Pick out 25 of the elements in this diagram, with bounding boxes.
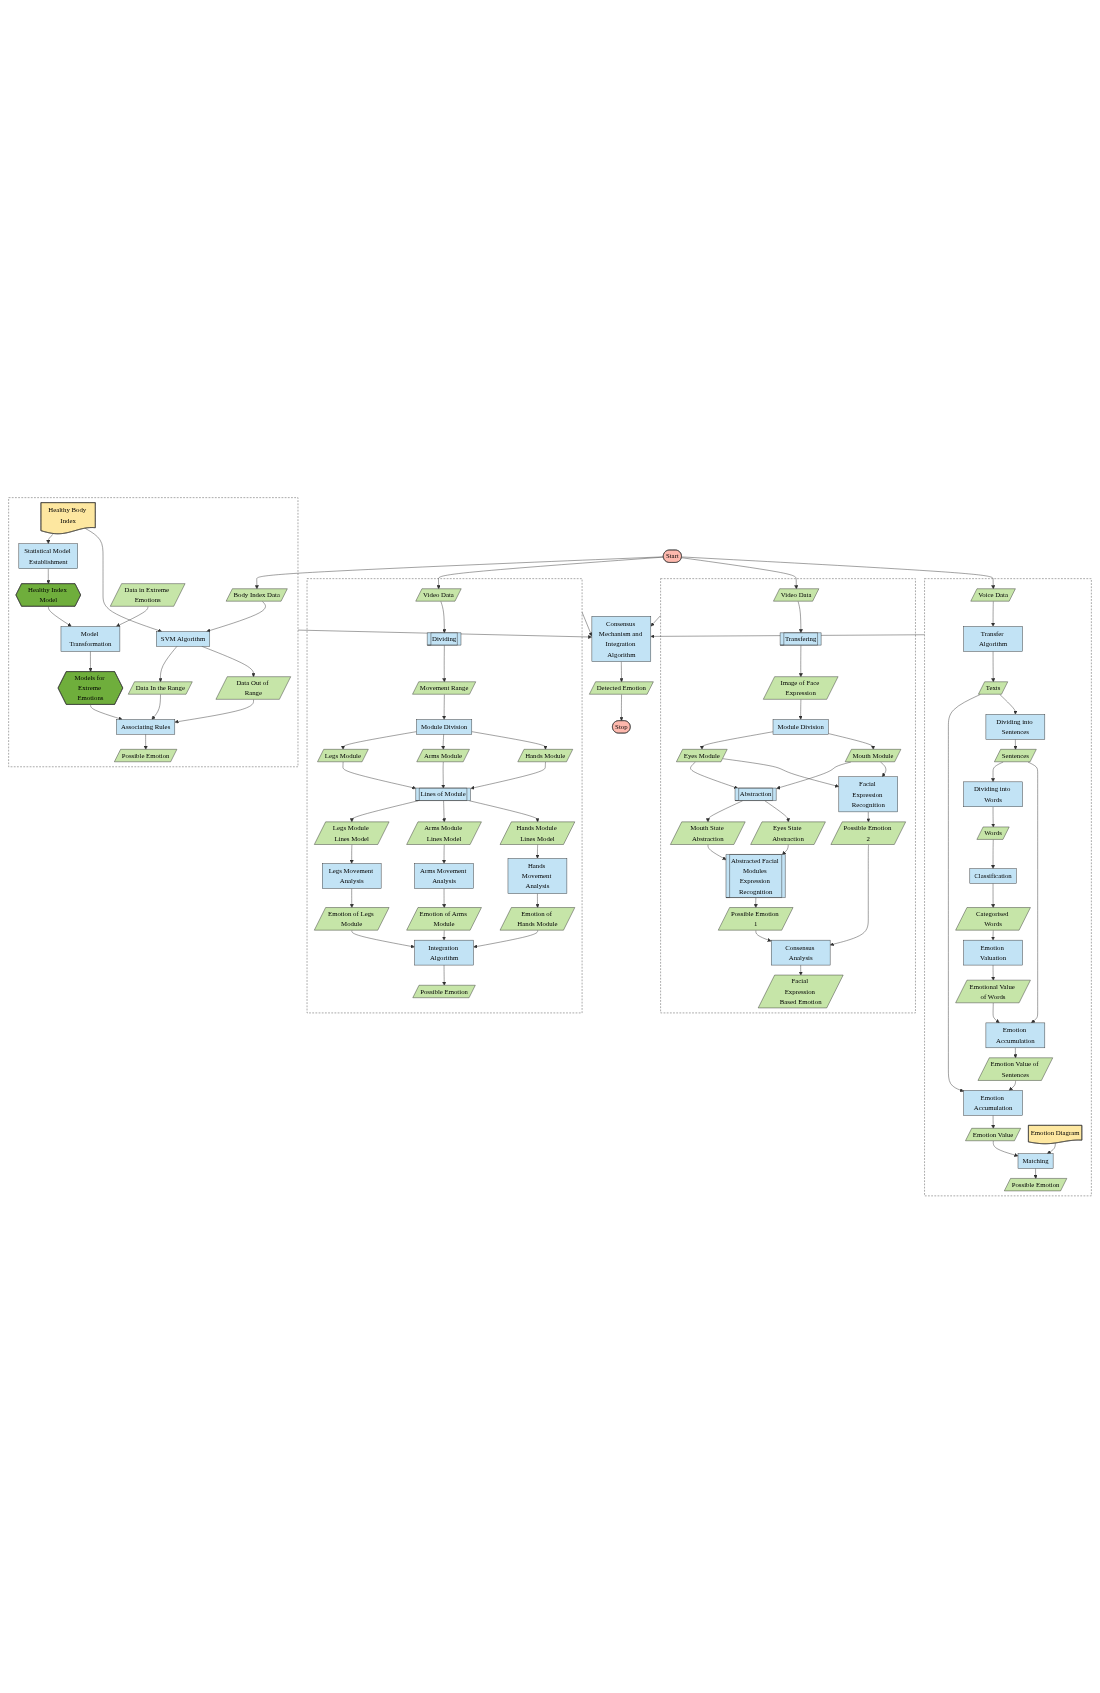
node-box [1017,1153,1054,1169]
node-box [507,857,568,894]
cluster [306,578,583,1013]
node-box [963,781,1023,807]
node-box [414,863,474,889]
node-box [963,1089,1023,1116]
node-box [414,939,474,966]
node-box [771,939,831,966]
node-box [963,626,1023,652]
node-box [838,776,898,812]
node-box [985,713,1046,740]
cluster [924,578,1092,1196]
node-box [963,939,1023,966]
node-box [156,631,210,647]
cluster [660,578,916,1013]
node-box [18,543,78,569]
node-box [985,1022,1046,1048]
node-box [416,719,473,735]
node-box [969,868,1017,884]
node-box [116,719,176,735]
node-box [772,719,829,735]
node-box [60,626,121,652]
cluster [8,497,299,767]
node-box [322,863,382,889]
node-box [591,615,652,662]
